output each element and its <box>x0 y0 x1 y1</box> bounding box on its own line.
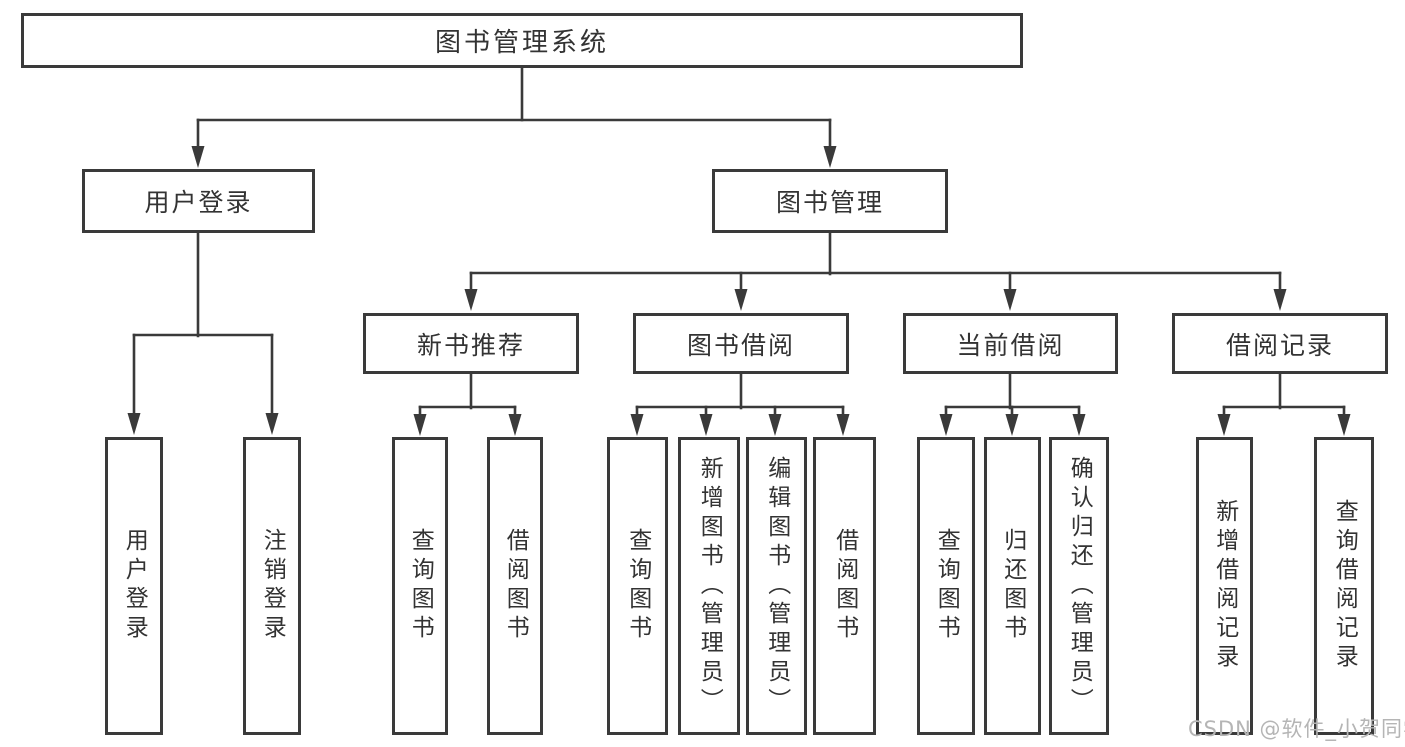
leaf-label: 新增借阅记录 <box>1211 499 1238 673</box>
leaf-logout: 注销登录 <box>243 437 301 735</box>
leaf-user-login: 用户登录 <box>105 437 163 735</box>
leaf-label: 新增图书（管理员） <box>696 455 723 717</box>
node-book-management-module: 图书管理 <box>712 169 948 233</box>
leaf-add-book-admin: 新增图书（管理员） <box>678 437 740 735</box>
leaf-borrowing-query-books: 查询图书 <box>607 437 668 735</box>
leaf-recommend-query-books: 查询图书 <box>392 437 448 735</box>
leaf-label: 查询借阅记录 <box>1331 499 1358 673</box>
leaf-label: 借阅图书 <box>502 528 529 644</box>
leaf-recommend-borrow-books: 借阅图书 <box>487 437 543 735</box>
leaf-label: 查询图书 <box>407 528 434 644</box>
csdn-watermark: CSDN @软件_小贺同学 <box>1188 717 1405 741</box>
leaf-edit-book-admin: 编辑图书（管理员） <box>746 437 807 735</box>
leaf-label: 查询图书 <box>933 528 960 644</box>
leaf-label: 查询图书 <box>624 528 651 644</box>
leaf-label: 归还图书 <box>999 528 1026 644</box>
leaf-borrowing-borrow-books: 借阅图书 <box>813 437 876 735</box>
node-root-system: 图书管理系统 <box>21 13 1023 68</box>
node-book-borrowing: 图书借阅 <box>633 313 849 374</box>
leaf-query-borrow-record: 查询借阅记录 <box>1314 437 1374 735</box>
leaf-label: 确认归还（管理员） <box>1066 455 1093 717</box>
leaf-current-query-books: 查询图书 <box>917 437 975 735</box>
leaf-add-borrow-record: 新增借阅记录 <box>1196 437 1253 735</box>
node-current-borrowing: 当前借阅 <box>903 313 1118 374</box>
leaf-return-books: 归还图书 <box>984 437 1041 735</box>
leaf-confirm-return-admin: 确认归还（管理员） <box>1049 437 1109 735</box>
leaf-label: 借阅图书 <box>831 528 858 644</box>
node-borrowing-records: 借阅记录 <box>1172 313 1388 374</box>
leaf-label: 用户登录 <box>121 528 148 644</box>
leaf-label: 注销登录 <box>259 528 286 644</box>
node-new-book-recommend: 新书推荐 <box>363 313 579 374</box>
leaf-label: 编辑图书（管理员） <box>763 455 790 717</box>
node-user-login-module: 用户登录 <box>82 169 315 233</box>
